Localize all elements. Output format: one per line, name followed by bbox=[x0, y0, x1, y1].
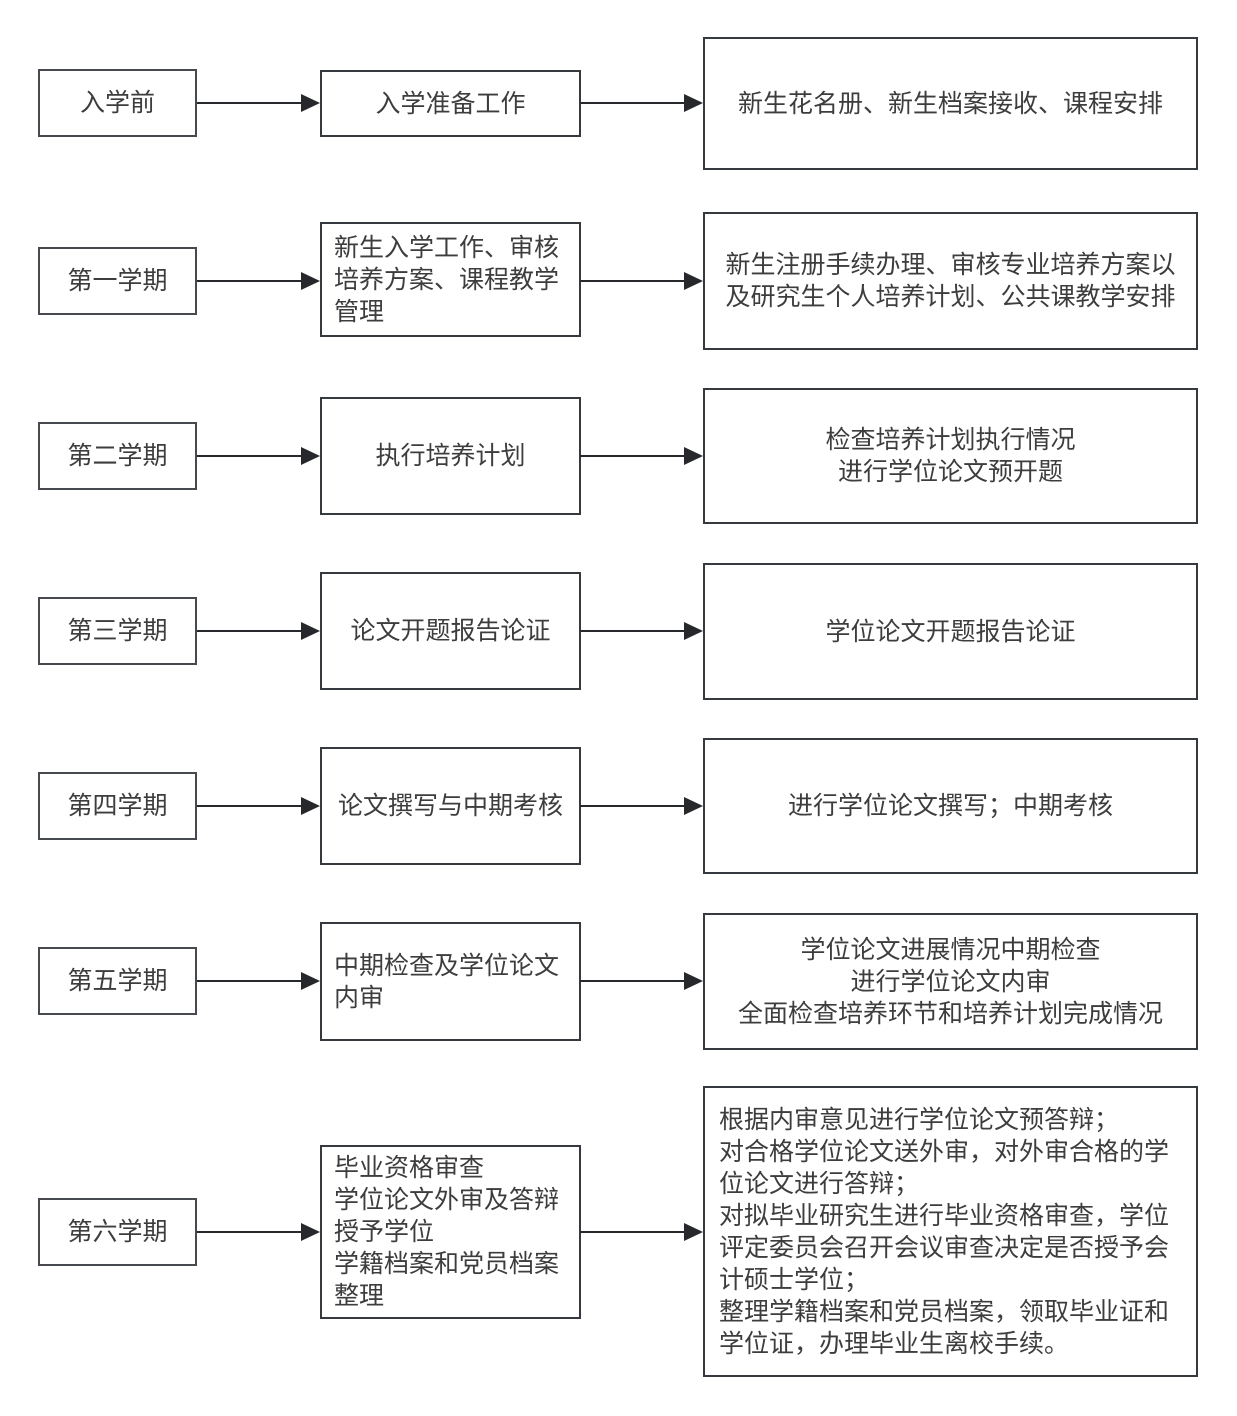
detail-box-row6: 学位论文进展情况中期检查进行学位论文内审全面检查培养环节和培养计划完成情况 bbox=[703, 913, 1198, 1050]
arrow-right-icon bbox=[197, 1223, 320, 1241]
stage-box-semester5: 第五学期 bbox=[38, 947, 197, 1015]
task-box-row7: 毕业资格审查学位论文外审及答辩授予学位学籍档案和党员档案整理 bbox=[320, 1145, 581, 1319]
arrow-right-icon bbox=[197, 972, 320, 990]
task-box-row4: 论文开题报告论证 bbox=[320, 572, 581, 690]
stage-box-semester3: 第三学期 bbox=[38, 597, 197, 665]
arrow-right-icon bbox=[580, 272, 703, 290]
stage-box-pre-enrollment: 入学前 bbox=[38, 69, 197, 137]
arrow-right-icon bbox=[197, 447, 320, 465]
task-box-row2: 新生入学工作、审核培养方案、课程教学管理 bbox=[320, 222, 581, 337]
task-box-row3: 执行培养计划 bbox=[320, 397, 581, 515]
detail-box-row2: 新生注册手续办理、审核专业培养方案以及研究生个人培养计划、公共课教学安排 bbox=[703, 212, 1198, 350]
detail-box-row1: 新生花名册、新生档案接收、课程安排 bbox=[703, 37, 1198, 170]
arrow-right-icon bbox=[580, 1223, 703, 1241]
stage-box-semester1: 第一学期 bbox=[38, 247, 197, 315]
task-box-row1: 入学准备工作 bbox=[320, 70, 581, 137]
stage-box-semester4: 第四学期 bbox=[38, 772, 197, 840]
arrow-right-icon bbox=[197, 94, 320, 112]
arrow-right-icon bbox=[197, 622, 320, 640]
arrow-right-icon bbox=[580, 797, 703, 815]
detail-box-row7: 根据内审意见进行学位论文预答辩；对合格学位论文送外审，对外审合格的学位论文进行答… bbox=[703, 1086, 1198, 1377]
stage-box-semester6: 第六学期 bbox=[38, 1198, 197, 1266]
task-box-row5: 论文撰写与中期考核 bbox=[320, 747, 581, 865]
arrow-right-icon bbox=[580, 972, 703, 990]
arrow-right-icon bbox=[580, 447, 703, 465]
detail-box-row3: 检查培养计划执行情况进行学位论文预开题 bbox=[703, 388, 1198, 524]
arrow-right-icon bbox=[197, 272, 320, 290]
stage-box-semester2: 第二学期 bbox=[38, 422, 197, 490]
arrow-right-icon bbox=[580, 94, 703, 112]
detail-box-row4: 学位论文开题报告论证 bbox=[703, 563, 1198, 700]
task-box-row6: 中期检查及学位论文内审 bbox=[320, 922, 581, 1041]
arrow-right-icon bbox=[580, 622, 703, 640]
detail-box-row5: 进行学位论文撰写；中期考核 bbox=[703, 738, 1198, 874]
arrow-right-icon bbox=[197, 797, 320, 815]
